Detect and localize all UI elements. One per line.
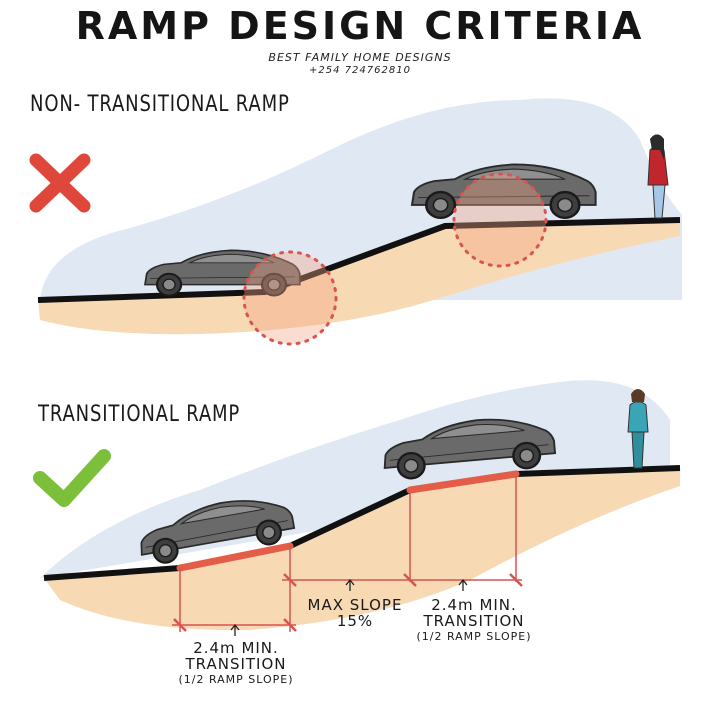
transition-highlight-upper bbox=[406, 470, 520, 494]
transitional-ramp-title: TRANSITIONAL RAMP bbox=[38, 402, 241, 427]
earth-fill-lower bbox=[44, 468, 680, 631]
problem-zone-upper bbox=[452, 172, 548, 268]
left-transition-note: 2.4m MIN. TRANSITION (1/2 RAMP SLOPE) bbox=[166, 640, 306, 686]
cross-icon bbox=[29, 153, 91, 213]
person-figure bbox=[647, 134, 669, 219]
transition-highlight-lower bbox=[176, 542, 294, 572]
left-note-line3: (1/2 RAMP SLOPE) bbox=[178, 673, 294, 687]
page-title: RAMP DESIGN CRITERIA bbox=[75, 4, 645, 48]
dimension-arrows bbox=[230, 578, 468, 636]
brand-name: BEST FAMILY HOME DESIGNS bbox=[268, 51, 452, 64]
right-note-line2: TRANSITION bbox=[423, 612, 525, 631]
earth-fill bbox=[38, 220, 680, 335]
problem-zone-lower bbox=[242, 250, 338, 346]
dimension-lines bbox=[172, 476, 523, 632]
brand-phone: +254 724762810 bbox=[309, 65, 411, 76]
non-transitional-ramp-title: NON- TRANSITIONAL RAMP bbox=[30, 92, 290, 117]
max-slope-line2: 15% bbox=[336, 612, 374, 631]
road-surface-lower bbox=[43, 465, 681, 581]
right-note-line1: 2.4m MIN. bbox=[431, 596, 517, 614]
max-slope-line1: MAX SLOPE bbox=[307, 596, 403, 614]
left-note-line1: 2.4m MIN. bbox=[193, 639, 279, 657]
max-slope-note: MAX SLOPE 15% bbox=[296, 596, 414, 631]
left-note-line2: TRANSITION bbox=[185, 655, 287, 674]
transitional-scene bbox=[33, 380, 681, 636]
road-surface bbox=[37, 217, 681, 303]
non-transitional-scene bbox=[29, 98, 682, 346]
right-note-line3: (1/2 RAMP SLOPE) bbox=[416, 630, 532, 644]
right-transition-note: 2.4m MIN. TRANSITION (1/2 RAMP SLOPE) bbox=[404, 597, 544, 643]
check-icon bbox=[33, 449, 111, 507]
person-figure-transitional bbox=[627, 389, 649, 469]
